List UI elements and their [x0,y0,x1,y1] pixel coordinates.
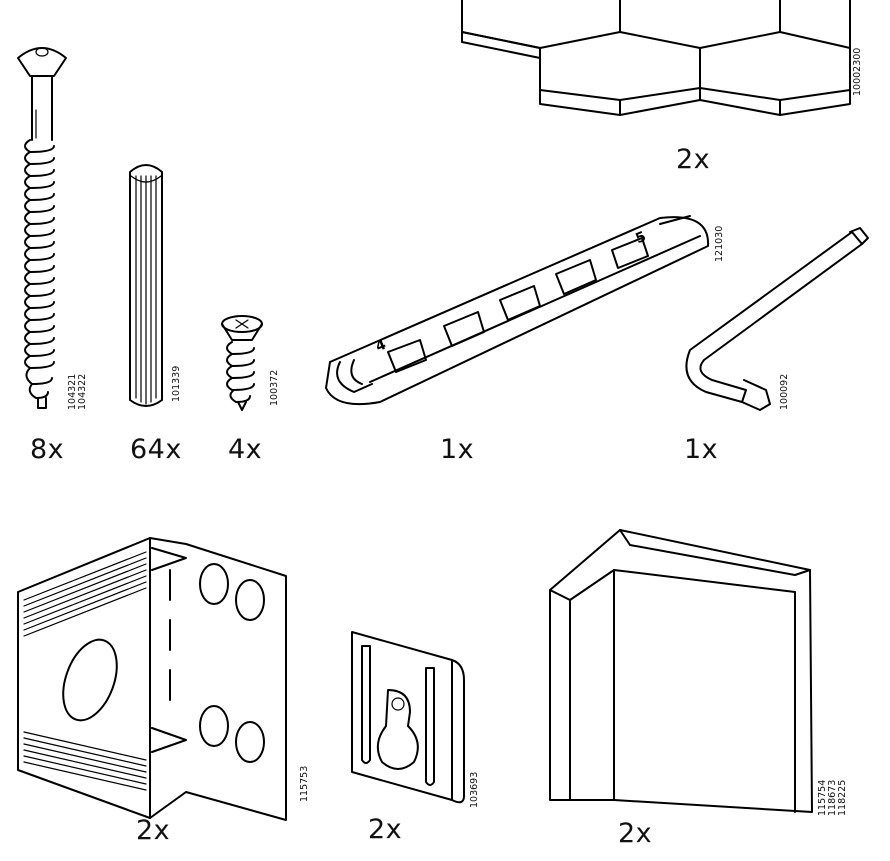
qty-angle-bracket: 2x [618,818,653,849]
hex-key-drawing [685,227,869,411]
screw-thread [24,139,55,399]
qty-hex-key: 1x [684,434,719,465]
qty-short-screw: 4x [228,434,263,465]
part-code-long-screw: 104321 104322 [67,373,88,410]
qty-corner-bracket: 2x [136,815,171,846]
hex-shelf-drawing [461,0,851,116]
qty-wall-hanger: 2x [368,814,403,845]
qty-shelf: 2x [676,144,711,175]
qty-dowel: 64x [130,434,182,465]
short-screw-drawing [221,315,263,411]
wall-hanger-drawing [351,631,465,804]
dowel-drawing [129,164,163,407]
part-code-spacer-tool: 121030 [714,225,725,262]
spacer-tool-drawing [325,215,710,406]
angle-bracket-drawing [549,529,813,813]
part-code-dowel: 101339 [171,365,182,402]
qty-long-screw: 8x [30,434,65,465]
bracket-grooves [23,551,147,791]
part-code-shelf: 10002300 [852,47,863,96]
long-screw-drawing [17,47,67,409]
part-code-hex-key: 100092 [779,373,790,410]
qty-spacer-tool: 1x [440,434,475,465]
part-code-short-screw: 100372 [269,369,280,406]
part-code-angle-bracket: 115754 118673 118225 [817,779,848,816]
corner-bracket-drawing [17,537,287,821]
part-code-wall-hanger: 103693 [469,771,480,808]
part-code-corner-bracket: 115753 [299,765,310,802]
